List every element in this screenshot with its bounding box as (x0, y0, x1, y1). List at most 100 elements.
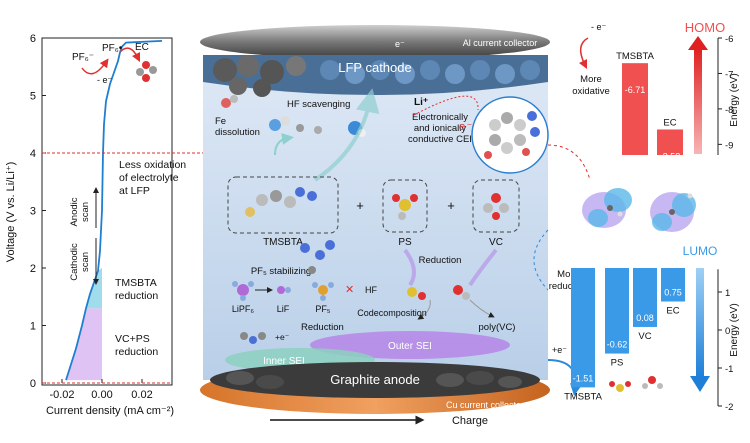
pf5-stabilizing-label: PF₅ stabilizing (251, 266, 311, 277)
more-reductive-2: reductive (549, 281, 588, 292)
lumo-y-tick-label: -1 (725, 364, 733, 375)
lumo-bar-ec (661, 268, 685, 302)
lif-icon (277, 286, 291, 294)
lumo-panel: LUMO More reductive 10-1-2 -1.51TMSBTA-0… (549, 244, 740, 413)
homo-bar-value: -8.58 (660, 151, 681, 161)
svg-text:and ionically: and ionically (414, 123, 467, 134)
ps-box (382, 179, 428, 233)
pf5-icon (312, 282, 334, 301)
vcps-reduction-label-2: reduction (115, 346, 158, 358)
codecomposition-arrow (417, 299, 431, 320)
anodic-label-line1: Anodic (69, 197, 80, 226)
lumo-bar-value: -1.51 (573, 373, 594, 383)
ec-label: EC (135, 42, 149, 53)
svg-text:Less oxidation: Less oxidation (119, 159, 186, 171)
voltammogram-frame (41, 37, 173, 386)
plus-sign-2: + (447, 198, 455, 213)
svg-text:Electronically: Electronically (412, 112, 468, 123)
svg-text:of electrolyte: of electrolyte (119, 172, 179, 184)
graphite-particles (226, 371, 522, 389)
reduction-mid-label: Reduction (419, 255, 462, 266)
lumo-y-tick-label: 1 (725, 288, 730, 299)
cei-label: Electronically and ionically conductive … (408, 112, 472, 145)
homo-orbital-images (582, 188, 696, 232)
ps-label: PS (398, 237, 412, 248)
homo-bar-value: -6.71 (625, 85, 646, 95)
voltammogram-y-tick-label: 5 (30, 91, 36, 103)
graphite-anode-label: Graphite anode (330, 372, 420, 387)
vc-ps-reduction-fill (66, 308, 102, 381)
lumo-bar-vc (633, 268, 657, 327)
vc-label: VC (489, 237, 503, 248)
lumo-y-tick-label: 0 (725, 326, 730, 337)
homo-y-tick-label: -8 (725, 105, 733, 116)
lumo-title: LUMO (683, 244, 718, 258)
lumo-reductive-arrow-head (690, 376, 710, 392)
anodic-label-line2: scan (80, 202, 91, 222)
lumo-axis: 10-1-2 (717, 269, 733, 413)
homo-oxidative-arrow-bar (694, 48, 702, 154)
cei-electron-label: e⁻ (459, 121, 472, 133)
outer-sei-layer (310, 331, 510, 359)
vc-reduction-arrow (468, 248, 498, 287)
voltammogram-x-tick-label: 0.00 (91, 389, 112, 401)
homo-y-tick-label: -9 (725, 140, 733, 151)
lumo-bar-value: 0.08 (636, 313, 654, 323)
homo-electron-arrow (578, 37, 589, 70)
vc-small-molecule-icon (642, 376, 663, 389)
plus-sign-1: + (356, 198, 364, 213)
al-current-collector (200, 25, 550, 59)
more-oxidative-1: More (580, 74, 602, 85)
codecomposition-label: Codecomposition (357, 308, 427, 318)
voltammogram-y-tick-label: 0 (30, 378, 36, 390)
homo-ylabel: Energy (eV) (729, 73, 740, 126)
lumo-bar-ps (605, 268, 629, 354)
pf6-label: PF₆⁻ (72, 52, 94, 63)
pf6-radical-label: PF₆• (102, 43, 123, 54)
outer-sei-label: Outer SEI (388, 341, 432, 352)
lipf6-label: LiPF₆ (232, 304, 255, 314)
top-electron-label: e⁻ (395, 39, 405, 49)
svg-text:conductive CEI: conductive CEI (408, 134, 472, 145)
less-oxidation-annotation: Less oxidation of electrolyte at LFP (119, 159, 186, 197)
voltammogram-y-tick-label: 6 (30, 33, 36, 45)
pf5-label: PF₅ (315, 304, 331, 314)
lumo-bar-name: TMSBTA (564, 391, 602, 402)
homo-title: HOMO (685, 20, 725, 35)
lumo-bar-name: PS (611, 358, 624, 369)
hf-scavenging-arrow (274, 132, 294, 156)
tmsbta-reduced-icon (240, 332, 266, 344)
fe-dissolution-label-2: dissolution (215, 127, 260, 138)
homo-bar-ec (657, 129, 683, 155)
reduction-electron-label: +e⁻ (275, 332, 290, 342)
ec-reaction-arrow (119, 47, 141, 63)
homo-axis: -6-7-8-9 (717, 34, 733, 155)
lumo-bar-value: 0.75 (664, 288, 682, 298)
lif-label: LiF (277, 304, 290, 314)
lumo-bar-tmsbta (571, 268, 595, 388)
voltammogram-y-tick-label: 2 (30, 263, 36, 275)
voltammogram-x-tick-label: 0.02 (131, 389, 152, 401)
lumo-bar-value: -0.62 (607, 340, 628, 350)
homo-y-tick-label: -7 (725, 69, 733, 80)
pf6-oxidation-arrow (81, 58, 109, 75)
homo-oxidative-arrow-head (688, 36, 708, 50)
cei-magnified-molecule (471, 96, 549, 174)
tmsbta-box (227, 176, 339, 234)
ps-small-molecule-icon (609, 381, 631, 392)
inner-sei-label: Inner SEI (263, 356, 305, 367)
lumo-bar-name: VC (638, 331, 651, 342)
cathodic-label-line2: scan (80, 252, 91, 272)
lumo-reductive-arrow-bar (696, 268, 704, 378)
fe-dissolution-label-1: Fe (215, 116, 226, 127)
graphite-anode (210, 362, 540, 398)
cell-panel: Al current collector e⁻ LFP cathode Fe d… (200, 25, 591, 427)
voltammogram-x-tick-label: -0.02 (49, 389, 74, 401)
homo-bar-name: EC (663, 117, 676, 128)
tmsbta-reduction-fill (86, 268, 102, 309)
